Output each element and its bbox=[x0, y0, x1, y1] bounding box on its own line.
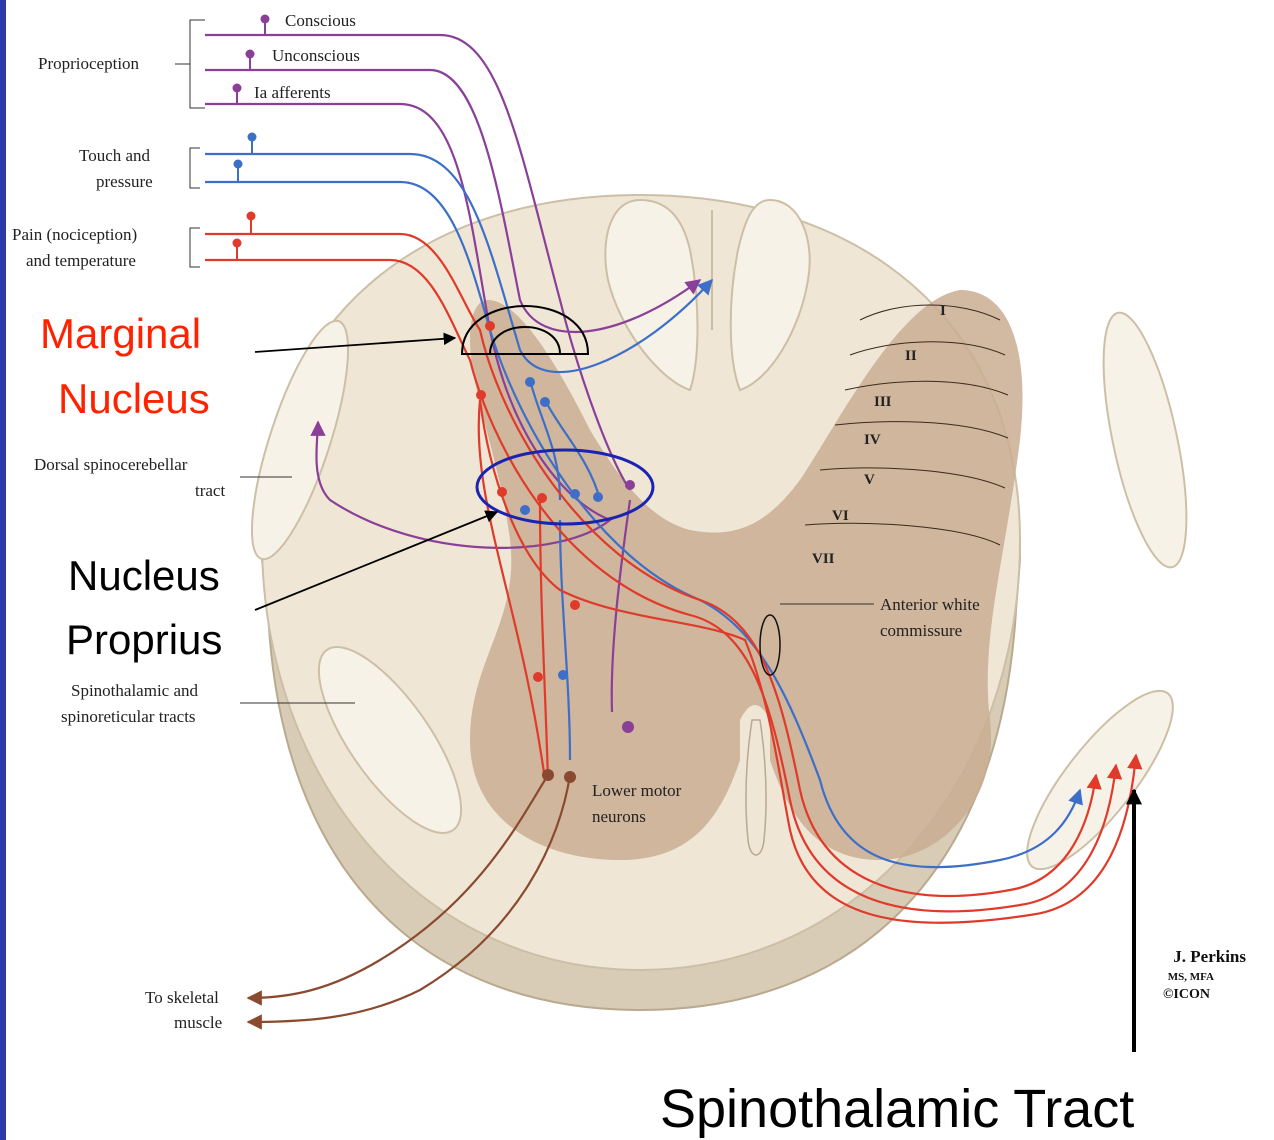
credit-name: J. Perkins bbox=[1173, 947, 1246, 966]
label-pain-2: and temperature bbox=[26, 251, 136, 270]
proprius-label-line1: Nucleus bbox=[68, 552, 220, 599]
lamina-IV: IV bbox=[864, 432, 881, 448]
label-touch-1: Touch and bbox=[79, 146, 151, 165]
spinal-cord bbox=[233, 195, 1203, 1010]
lamina-VI: VI bbox=[832, 508, 849, 524]
lamina-I: I bbox=[940, 303, 946, 319]
lamina-III: III bbox=[874, 394, 892, 410]
label-touch-2: pressure bbox=[96, 172, 153, 191]
credit-degree: MS, MFA bbox=[1168, 971, 1214, 983]
lamina-II: II bbox=[905, 348, 917, 364]
label-dorsal-1: Dorsal spinocerebellar bbox=[34, 455, 188, 474]
label-lmn-1: Lower motor bbox=[592, 781, 682, 800]
marginal-label-line2: Nucleus bbox=[58, 375, 210, 422]
label-skeletal-1: To skeletal bbox=[145, 988, 219, 1007]
label-ia-afferents: Ia afferents bbox=[254, 83, 331, 102]
label-unconscious: Unconscious bbox=[272, 46, 360, 65]
lamina-V: V bbox=[864, 472, 875, 488]
proprius-label-line2: Proprius bbox=[66, 616, 222, 663]
label-spino-1: Spinothalamic and bbox=[71, 681, 199, 700]
label-lmn-2: neurons bbox=[592, 807, 646, 826]
credit-logo: ©ICON bbox=[1163, 987, 1210, 1002]
label-pain-1: Pain (nociception) bbox=[12, 225, 137, 244]
marginal-label-line1: Marginal bbox=[40, 310, 201, 357]
label-awc-2: commissure bbox=[880, 621, 962, 640]
lamina-VII: VII bbox=[812, 551, 835, 567]
label-dorsal-2: tract bbox=[195, 481, 225, 500]
label-spino-2: spinoreticular tracts bbox=[61, 707, 196, 726]
label-skeletal-2: muscle bbox=[174, 1013, 222, 1032]
label-conscious: Conscious bbox=[285, 11, 356, 30]
frame-stripe bbox=[0, 0, 6, 1140]
label-proprioception: Proprioception bbox=[38, 54, 140, 73]
spinothalamic-label: Spinothalamic Tract bbox=[660, 1079, 1134, 1139]
label-awc-1: Anterior white bbox=[880, 595, 980, 614]
